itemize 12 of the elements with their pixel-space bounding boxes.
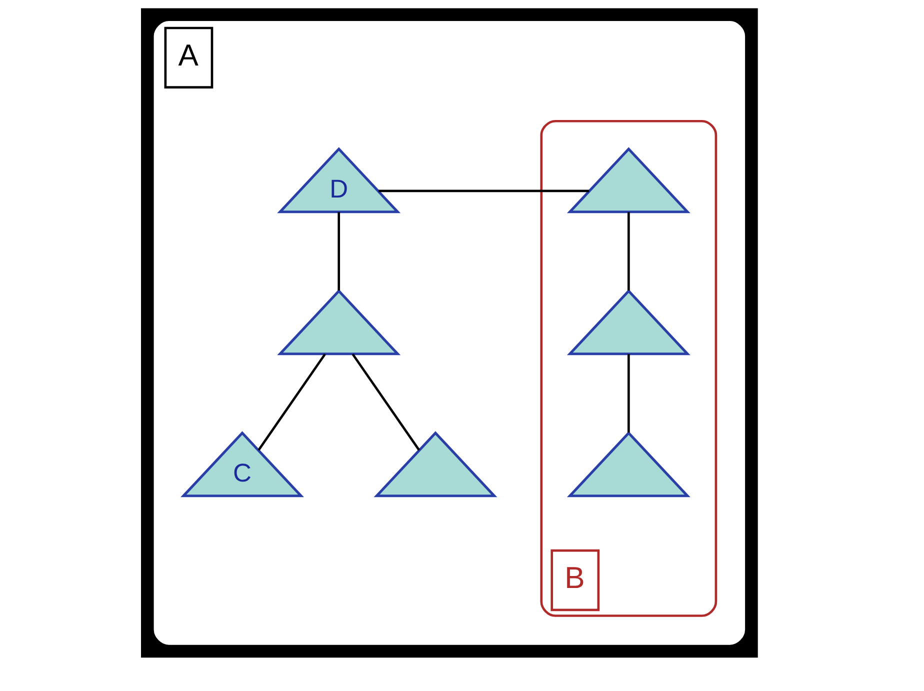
connector <box>628 354 630 432</box>
connector <box>258 353 326 451</box>
connector <box>378 190 590 192</box>
node-triangle <box>566 431 690 498</box>
cluster: B <box>540 120 718 617</box>
connector <box>628 212 630 290</box>
node-triangle <box>374 431 498 498</box>
node-triangle <box>566 147 690 214</box>
node-triangle <box>277 289 401 356</box>
connector <box>352 353 420 451</box>
node-triangle <box>566 289 690 356</box>
connector <box>338 212 340 290</box>
